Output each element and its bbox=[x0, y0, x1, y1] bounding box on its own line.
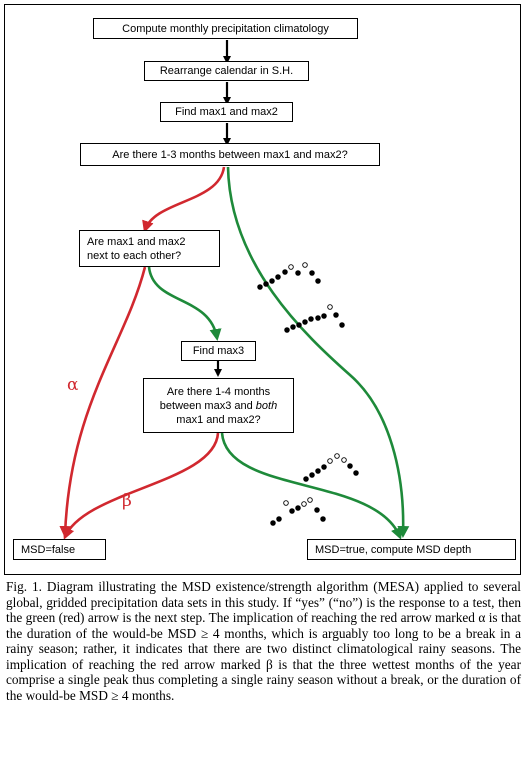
diagram-figure: Compute monthly precipitation climatolog… bbox=[4, 4, 521, 575]
precip-dot bbox=[315, 278, 321, 284]
precip-dot bbox=[309, 270, 315, 276]
node-rearrange-calendar: Rearrange calendar in S.H. bbox=[144, 61, 309, 81]
precip-dot bbox=[296, 322, 302, 328]
precip-dot bbox=[276, 516, 282, 522]
precip-dot bbox=[341, 457, 347, 463]
precip-pattern-icon-4 bbox=[270, 497, 326, 526]
precip-pattern-icon-3 bbox=[303, 453, 359, 482]
precip-dot bbox=[295, 505, 301, 511]
precip-dot bbox=[295, 270, 301, 276]
precip-dot bbox=[314, 507, 320, 513]
alpha-arrow bbox=[59, 266, 147, 538]
node-test-1-3-months: Are there 1-3 months between max1 and ma… bbox=[80, 143, 380, 166]
node-test-adjacent: Are max1 and max2 next to each other? bbox=[79, 230, 220, 267]
yes-arrow-test2 bbox=[147, 266, 222, 341]
precip-pattern-icon-2 bbox=[284, 304, 345, 333]
precip-dot bbox=[327, 304, 333, 310]
precip-dot bbox=[283, 500, 289, 506]
precip-dot bbox=[303, 476, 309, 482]
precip-dot bbox=[333, 312, 339, 318]
precip-dot bbox=[275, 274, 281, 280]
precip-dot bbox=[289, 508, 295, 514]
node-msd-false: MSD=false bbox=[13, 539, 106, 560]
node-msd-true: MSD=true, compute MSD depth bbox=[307, 539, 516, 560]
precip-dot bbox=[327, 458, 333, 464]
figure-caption: Fig. 1. Diagram illustrating the MSD exi… bbox=[6, 579, 521, 703]
precip-dot bbox=[308, 316, 314, 322]
precip-dot bbox=[307, 497, 313, 503]
precip-pattern-icon-1 bbox=[257, 262, 321, 290]
precip-dot bbox=[301, 501, 307, 507]
no-arrow-test1 bbox=[142, 166, 226, 233]
beta-arrow bbox=[63, 432, 220, 540]
precip-dot bbox=[263, 281, 269, 287]
beta-label: β bbox=[122, 491, 132, 511]
precip-dot bbox=[315, 315, 321, 321]
precip-dot bbox=[302, 319, 308, 325]
precip-dot bbox=[334, 453, 340, 459]
precip-dot bbox=[321, 313, 327, 319]
node-find-max3: Find max3 bbox=[181, 341, 256, 361]
precip-dot bbox=[309, 472, 315, 478]
precip-dot bbox=[302, 262, 308, 268]
precip-dot bbox=[315, 468, 321, 474]
node-find-max1-max2: Find max1 and max2 bbox=[160, 102, 293, 122]
precip-dot bbox=[282, 269, 288, 275]
precip-dot bbox=[270, 520, 276, 526]
alpha-label: α bbox=[67, 375, 79, 395]
precip-dot bbox=[321, 464, 327, 470]
precip-dot bbox=[269, 278, 275, 284]
precip-dot bbox=[339, 322, 345, 328]
precip-dot bbox=[288, 264, 294, 270]
precip-dot bbox=[284, 327, 290, 333]
node-test-1-4-months: Are there 1-4 months between max3 and bo… bbox=[143, 378, 294, 433]
precip-dot bbox=[290, 324, 296, 330]
precip-dot bbox=[347, 463, 353, 469]
precip-dot bbox=[257, 284, 263, 290]
flowchart-canvas bbox=[59, 40, 410, 540]
node-compute-climatology: Compute monthly precipitation climatolog… bbox=[93, 18, 358, 39]
yes-arrow-test1 bbox=[226, 166, 410, 538]
precip-dot bbox=[353, 470, 359, 476]
precip-dot bbox=[320, 516, 326, 522]
yes-arrow-test3 bbox=[220, 432, 403, 540]
